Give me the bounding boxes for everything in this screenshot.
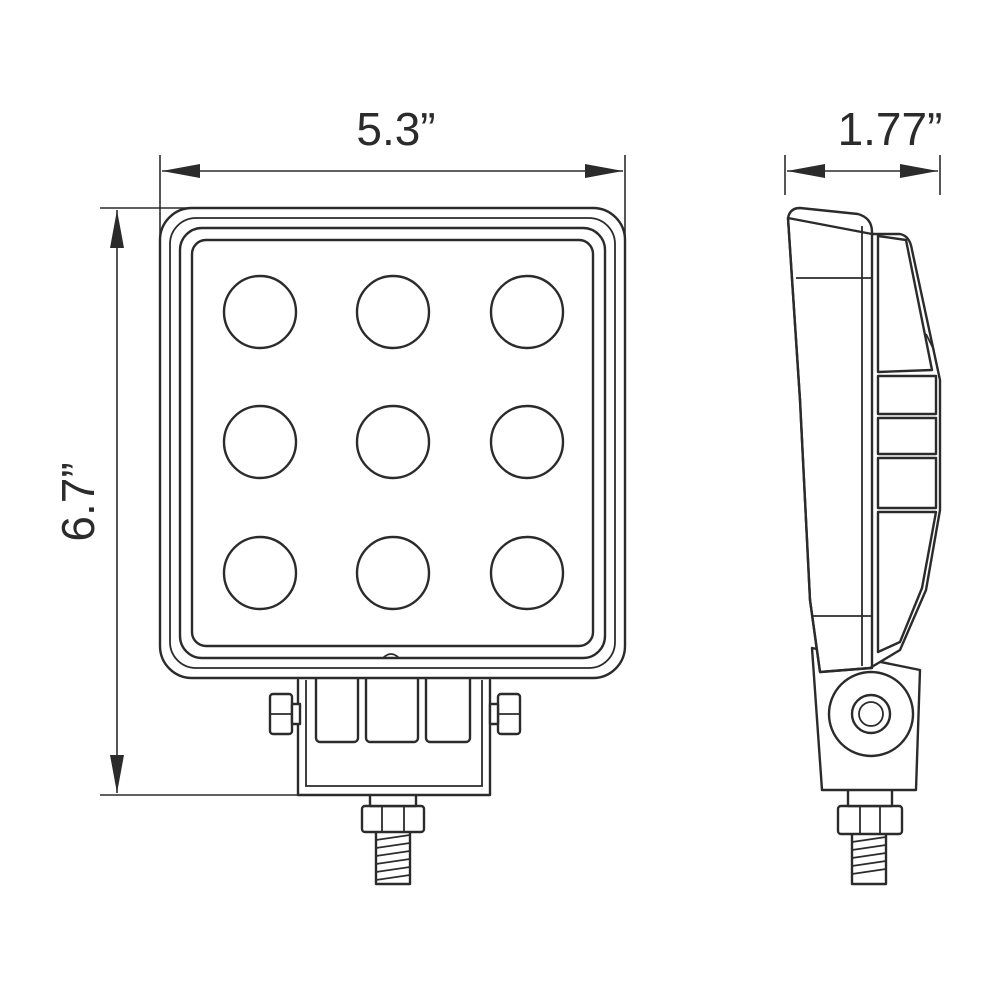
stud-nut-lower: [360, 804, 426, 834]
heatsink-fin-top: [876, 234, 934, 374]
led-5: [355, 404, 431, 480]
height-arrow-bottom: [110, 755, 124, 793]
height-label: 6.7”: [52, 462, 104, 541]
bracket-fin-2: [364, 672, 420, 744]
side-heatsink: [876, 234, 938, 654]
led-3: [489, 274, 565, 350]
led-1: [222, 274, 298, 350]
mounting-bracket: [268, 672, 522, 797]
height-dimension: 6.7”: [52, 207, 300, 796]
side-stud-nut: [836, 804, 904, 836]
heatsink-fin-bottom: [876, 510, 938, 654]
housing-outer: [158, 206, 627, 680]
heatsink-fin-2: [876, 416, 938, 456]
led-6: [489, 404, 565, 480]
depth-arrow-right: [900, 164, 938, 178]
depth-label: 1.77”: [838, 103, 943, 155]
led-grid: [222, 274, 565, 611]
pivot-bolt: [850, 693, 892, 735]
led-7: [222, 535, 298, 611]
housing-inner: [178, 226, 607, 660]
height-arrow-top: [110, 210, 124, 248]
lamp-housing: [158, 206, 627, 680]
led-9: [489, 535, 565, 611]
heatsink-fin-3: [876, 456, 938, 510]
heatsink-fin-1: [876, 374, 938, 416]
housing-bezel: [169, 217, 616, 669]
width-dimension: 5.3”: [159, 103, 626, 248]
drain-notch: [382, 653, 400, 659]
side-view: [786, 206, 942, 886]
width-arrow-right: [585, 164, 623, 178]
width-label: 5.3”: [356, 103, 435, 155]
width-arrow-left: [162, 164, 200, 178]
side-lens-bezel: [786, 216, 874, 674]
front-view: [158, 206, 627, 886]
depth-arrow-left: [787, 164, 825, 178]
led-2: [355, 274, 431, 350]
bracket-fin-3: [424, 672, 472, 744]
bracket-fin-1: [314, 672, 360, 744]
lens-face: [190, 238, 595, 648]
depth-dimension: 1.77”: [784, 103, 943, 195]
led-8: [355, 535, 431, 611]
side-mounting-stud: [836, 784, 904, 886]
side-housing: [786, 206, 942, 674]
side-pivot: [827, 670, 915, 758]
led-4: [222, 404, 298, 480]
